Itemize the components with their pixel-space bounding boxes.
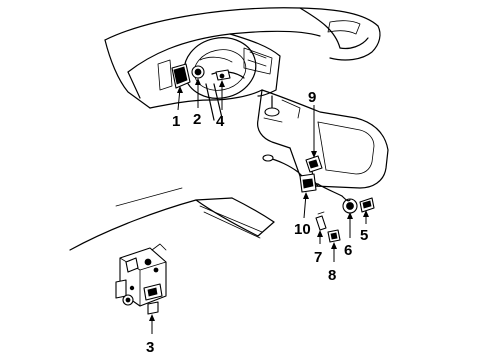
harness-part-4 [211,69,245,81]
sensor-part-2 [191,65,205,79]
callout-9: 9 [308,89,316,106]
callout-10: 10 [294,221,311,238]
callout-8: 8 [328,267,336,284]
callout-6: 6 [344,242,352,259]
sensor-part-6 [341,195,358,214]
floor-sill [69,187,275,251]
callout-labels: 1 2 4 9 10 6 5 7 8 3 [146,89,368,356]
connector-part-5 [359,197,375,213]
callout-4: 4 [216,113,225,130]
control-module-part-3 [115,243,167,315]
callout-1: 1 [172,113,180,130]
center-console [257,89,389,189]
clip-part-7 [315,211,327,231]
switch-part-1 [171,63,191,89]
bracket-part-8 [327,229,341,243]
wire-harness [262,154,343,197]
callout-3: 3 [146,339,154,356]
callout-5: 5 [360,227,368,244]
callout-2: 2 [193,111,201,128]
leader-lines [149,78,369,334]
callout-7: 7 [314,249,322,266]
